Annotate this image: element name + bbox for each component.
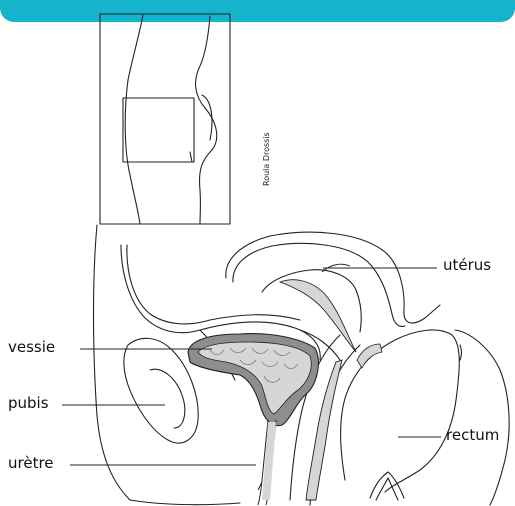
- pubis-shape: [124, 338, 198, 443]
- illustrator-credit: Roula Drossis: [262, 132, 271, 186]
- label-rectum: rectum: [446, 428, 499, 443]
- body-outline: [94, 225, 131, 500]
- inset-zoom-box: [123, 98, 194, 162]
- inset-frame: [100, 14, 230, 224]
- inset-locator: [100, 14, 230, 224]
- label-pubis: pubis: [8, 396, 49, 411]
- label-uterus: utérus: [443, 258, 491, 273]
- label-bladder: vessie: [8, 340, 55, 355]
- label-urethra: urètre: [8, 456, 54, 471]
- rectum-shape: [341, 330, 460, 492]
- bladder-shape: [188, 334, 318, 426]
